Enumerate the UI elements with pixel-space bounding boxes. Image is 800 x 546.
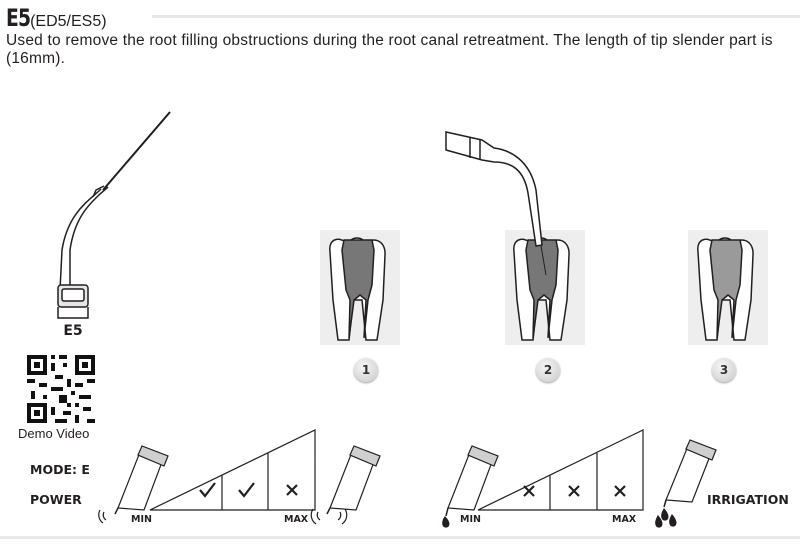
page-title: E5(ED5/ES5) — [6, 4, 107, 32]
tooth-step-2 — [445, 131, 585, 345]
power-cross-mark-3 — [286, 484, 298, 496]
tip-label: E5 — [63, 323, 82, 339]
irrigation-level-marks — [523, 485, 626, 497]
irrigation-cross-mark-2 — [568, 485, 580, 497]
tip-illustration — [57, 111, 171, 319]
irrigation-cross-mark-3 — [614, 485, 626, 497]
handpiece-icon — [98, 445, 169, 524]
bottom-divider — [0, 536, 800, 539]
irrigation-scale — [477, 429, 644, 511]
tooth-step-1 — [320, 230, 400, 345]
handpiece-drop-icon — [442, 445, 499, 528]
power-max-label: MAX — [284, 514, 309, 525]
power-check-mark-2 — [238, 482, 255, 498]
power-scale — [149, 429, 316, 511]
power-level-marks — [199, 482, 298, 498]
irrigation-cross-mark-1 — [523, 485, 535, 497]
irrigation-max-label: MAX — [612, 514, 637, 525]
title-divider — [152, 15, 800, 18]
step-badge-2: 2 — [536, 358, 560, 382]
power-min-label: MIN — [131, 514, 152, 525]
qr-code — [27, 355, 95, 423]
demo-video-label: Demo Video — [18, 426, 90, 441]
step-badge-3: 3 — [712, 358, 736, 382]
irrigation-min-label: MIN — [460, 514, 481, 525]
tip-code: E5 — [6, 4, 31, 32]
power-label: POWER — [30, 492, 82, 507]
description: Used to remove the root filling obstruct… — [6, 32, 773, 67]
tip-models: (ED5/ES5) — [30, 13, 107, 30]
power-check-mark-1 — [199, 482, 216, 498]
tooth-step-3 — [688, 230, 768, 345]
handpiece-drops-icon — [655, 439, 717, 528]
mode-label: MODE: E — [30, 462, 90, 477]
step-badge-1: 1 — [354, 358, 378, 382]
irrigation-label: IRRIGATION — [707, 492, 789, 507]
handpiece-vibration-icon — [310, 445, 381, 525]
